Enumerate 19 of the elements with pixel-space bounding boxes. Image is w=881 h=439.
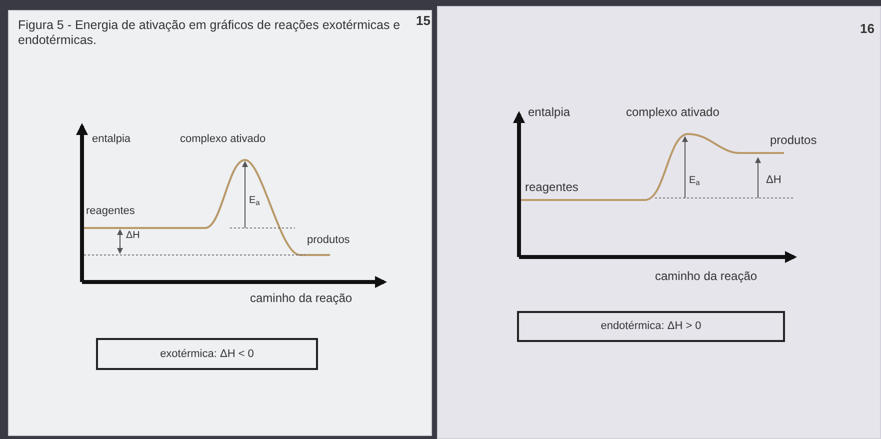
axis-label: entalpia bbox=[528, 106, 570, 118]
energy-label: ΔH bbox=[126, 231, 140, 241]
caption-box: exotérmica: ΔH < 0 bbox=[96, 338, 318, 370]
caption-box: endotérmica: ΔH > 0 bbox=[517, 311, 785, 342]
axis-label: caminho da reação bbox=[655, 270, 758, 282]
level-label: produtos bbox=[770, 134, 817, 146]
figure-title: Figura 5 - Energia de ativação em gráficos de reações exotérmicas e endotérmicas. bbox=[18, 18, 402, 48]
energy-label: ΔH bbox=[766, 175, 782, 186]
peak-label: complexo ativado bbox=[626, 106, 720, 118]
peak-label: complexo ativado bbox=[180, 134, 266, 145]
level-label: reagentes bbox=[525, 181, 578, 193]
axis-label: entalpia bbox=[92, 134, 131, 145]
page-number: 16 bbox=[860, 22, 874, 35]
axis-label: caminho da reação bbox=[250, 292, 352, 304]
page-number: 15 bbox=[416, 14, 430, 27]
level-label: reagentes bbox=[86, 206, 135, 217]
level-label: produtos bbox=[307, 235, 350, 246]
energy-label: E$_{a}$ bbox=[689, 176, 700, 186]
energy-label: E$_{a}$ bbox=[249, 196, 260, 206]
